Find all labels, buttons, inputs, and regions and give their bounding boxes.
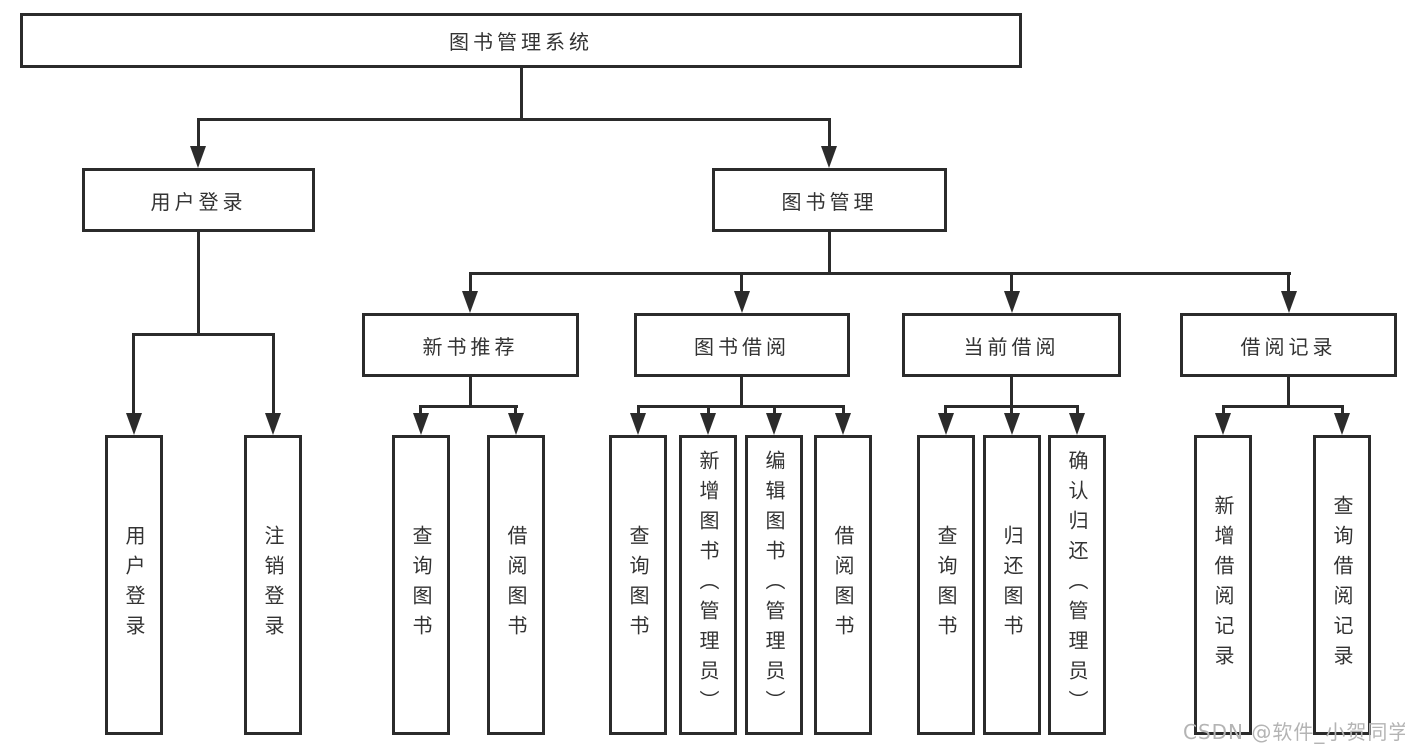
leaf-query-books-3: 查询图书 [917, 435, 975, 735]
connector-line [469, 272, 472, 296]
leaf-label: 用户登录 [122, 525, 146, 645]
arrow-down-icon [630, 413, 646, 435]
connector-line [272, 333, 275, 415]
arrow-down-icon [734, 291, 750, 313]
connector-line [828, 232, 831, 272]
leaf-query-books-2: 查询图书 [609, 435, 667, 735]
leaf-user-login: 用户登录 [105, 435, 163, 735]
connector-line [773, 405, 776, 417]
connector-line [1287, 377, 1290, 405]
node-user-login-label: 用户登录 [150, 189, 247, 214]
leaf-label: 查询借阅记录 [1330, 495, 1354, 675]
node-new-book-recommend-label: 新书推荐 [422, 334, 519, 359]
connector-line [419, 405, 422, 417]
leaf-return-books: 归还图书 [983, 435, 1041, 735]
arrow-down-icon [700, 413, 716, 435]
connector-line [707, 405, 710, 417]
arrow-down-icon [821, 146, 837, 168]
leaf-label: 编辑图书（管理员） [762, 450, 786, 720]
leaf-label: 借阅图书 [831, 525, 855, 645]
arrow-down-icon [413, 413, 429, 435]
node-root-label: 图书管理系统 [449, 30, 593, 54]
connector-line [1010, 272, 1013, 296]
connector-line [1010, 405, 1013, 417]
leaf-label: 查询图书 [626, 525, 650, 645]
leaf-add-books-admin: 新增图书（管理员） [679, 435, 737, 735]
node-book-management-label: 图书管理 [781, 189, 878, 214]
node-borrow-records-label: 借阅记录 [1240, 334, 1337, 359]
connector-line [514, 405, 517, 417]
leaf-label: 新增借阅记录 [1211, 495, 1235, 675]
connector-line [637, 405, 845, 408]
arrow-down-icon [1215, 413, 1231, 435]
arrow-down-icon [462, 291, 478, 313]
arrow-down-icon [766, 413, 782, 435]
node-borrow-records: 借阅记录 [1180, 313, 1397, 377]
leaf-label: 确认归还（管理员） [1065, 450, 1089, 720]
leaf-logout: 注销登录 [244, 435, 302, 735]
connector-line [1287, 272, 1290, 296]
connector-line [469, 377, 472, 405]
leaf-query-borrow-record: 查询借阅记录 [1313, 435, 1371, 735]
leaf-label: 查询图书 [409, 525, 433, 645]
arrow-down-icon [1281, 291, 1297, 313]
connector-line [740, 272, 743, 296]
leaf-borrow-books-1: 借阅图书 [487, 435, 545, 735]
arrow-down-icon [1004, 413, 1020, 435]
arrow-down-icon [265, 413, 281, 435]
node-book-management: 图书管理 [712, 168, 947, 232]
connector-line [197, 118, 200, 148]
arrow-down-icon [938, 413, 954, 435]
connector-line [197, 118, 831, 121]
arrow-down-icon [835, 413, 851, 435]
leaf-borrow-books-2: 借阅图书 [814, 435, 872, 735]
connector-line [1341, 405, 1344, 417]
leaf-label: 新增图书（管理员） [696, 450, 720, 720]
arrow-down-icon [190, 146, 206, 168]
leaf-label: 查询图书 [934, 525, 958, 645]
connector-line [1010, 377, 1013, 405]
connector-line [197, 232, 200, 333]
connector-line [520, 68, 523, 118]
connector-line [1222, 405, 1344, 408]
connector-line [637, 405, 640, 417]
leaf-label: 注销登录 [261, 525, 285, 645]
connector-line [419, 405, 518, 408]
connector-line [740, 377, 743, 405]
node-current-borrow-label: 当前借阅 [963, 334, 1060, 359]
connector-line [132, 333, 275, 336]
connector-line [842, 405, 845, 417]
arrow-down-icon [1334, 413, 1350, 435]
connector-line [944, 405, 947, 417]
connector-line [469, 272, 1291, 275]
arrow-down-icon [1069, 413, 1085, 435]
arrow-down-icon [1004, 291, 1020, 313]
leaf-add-borrow-record: 新增借阅记录 [1194, 435, 1252, 735]
node-current-borrow: 当前借阅 [902, 313, 1121, 377]
leaf-edit-books-admin: 编辑图书（管理员） [745, 435, 803, 735]
connector-line [132, 333, 135, 415]
leaf-confirm-return-admin: 确认归还（管理员） [1048, 435, 1106, 735]
connector-line [1076, 405, 1079, 417]
csdn-watermark: CSDN @软件_小贺同学 [1183, 720, 1405, 744]
node-root: 图书管理系统 [20, 13, 1022, 68]
leaf-label: 借阅图书 [504, 525, 528, 645]
node-book-borrow-label: 图书借阅 [694, 334, 790, 359]
connector-line [828, 118, 831, 148]
node-new-book-recommend: 新书推荐 [362, 313, 579, 377]
arrow-down-icon [126, 413, 142, 435]
leaf-label: 归还图书 [1000, 525, 1024, 645]
node-user-login: 用户登录 [82, 168, 315, 232]
arrow-down-icon [508, 413, 524, 435]
node-book-borrow: 图书借阅 [634, 313, 850, 377]
leaf-query-books-1: 查询图书 [392, 435, 450, 735]
connector-line [1222, 405, 1225, 417]
